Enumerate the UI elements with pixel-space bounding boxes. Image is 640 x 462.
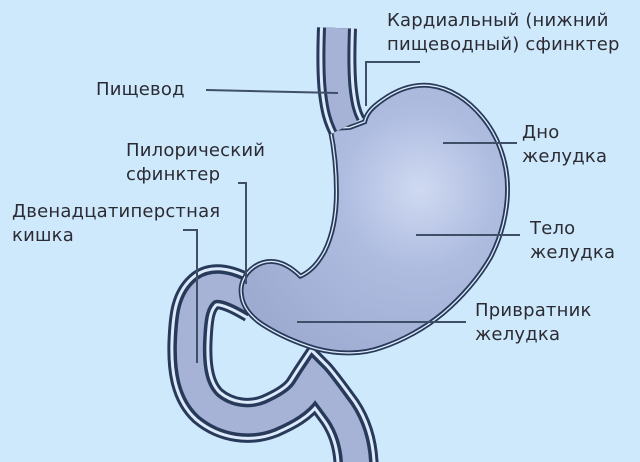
label-pylorus: Привратник желудка — [475, 300, 592, 345]
label-body: Тело желудка — [530, 218, 616, 263]
stomach-shape — [238, 82, 510, 356]
label-fundus: Дно желудка — [522, 122, 608, 167]
esophagus-shape — [316, 27, 366, 135]
pointer-pyloric-sphincter — [238, 182, 247, 284]
label-cardial-sphincter: Кардиальный (нижний пищеводный) сфинктер — [387, 10, 620, 55]
pointer-duodenum — [183, 229, 198, 363]
label-esophagus: Пищевод — [96, 79, 185, 100]
label-duodenum: Двенадцатиперстная кишка — [12, 201, 221, 246]
pointer-esophagus — [205, 89, 339, 94]
pointer-cardial-sphincter — [365, 61, 420, 106]
duodenum-shape — [167, 264, 379, 462]
label-pyloric-sphincter: Пилорический сфинктер — [126, 140, 266, 185]
